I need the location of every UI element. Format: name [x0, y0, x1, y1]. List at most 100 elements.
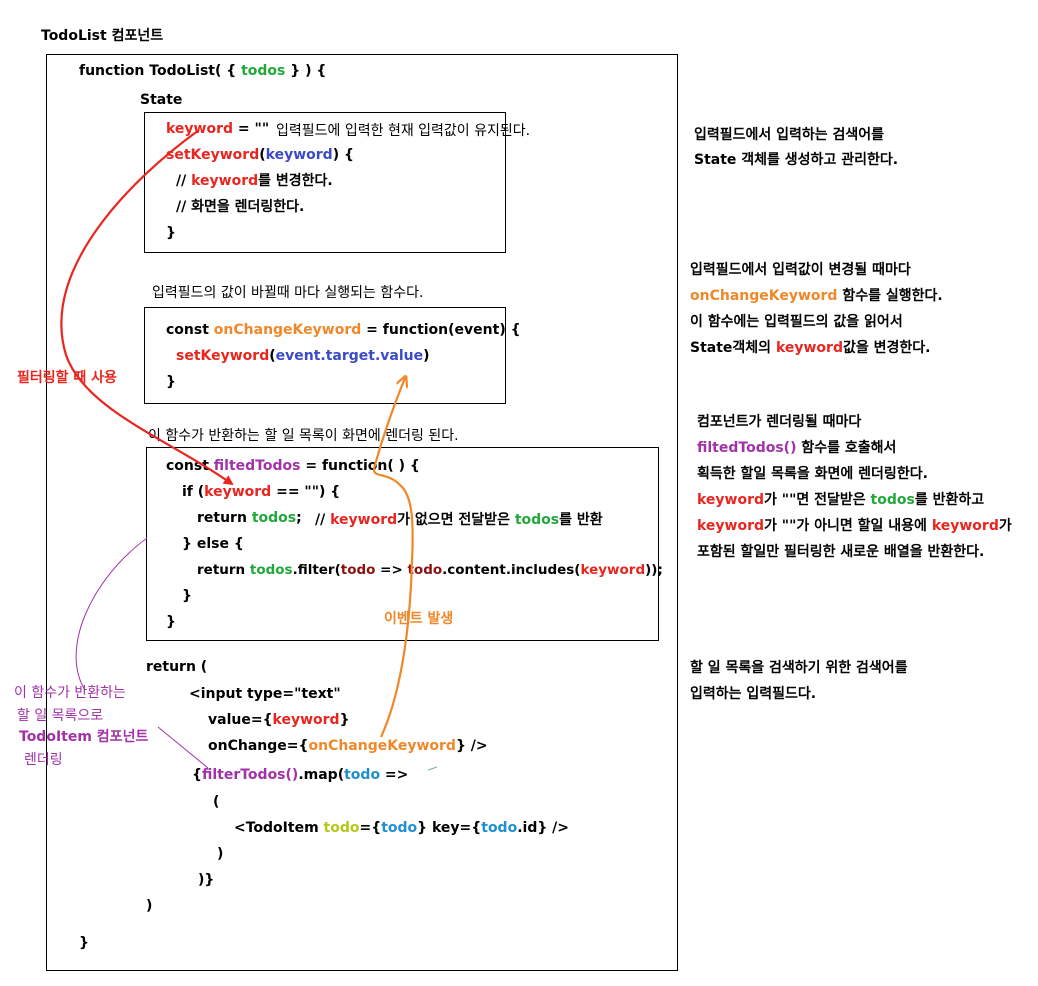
code-text: State객체의: [690, 340, 776, 356]
code-text: =>: [375, 562, 408, 578]
todoitem-line: <TodoItem todo={todo} key={todo.id} />: [234, 819, 569, 837]
code-text: keyword: [697, 518, 765, 534]
code-text: keyword: [697, 492, 765, 508]
paren-open: (: [213, 794, 220, 810]
render-note-line: 이 함수가 반환하는: [14, 685, 126, 701]
map-close: )}: [198, 872, 215, 888]
code-text: todo: [323, 820, 360, 836]
state-line-1: keyword = "": [166, 120, 269, 138]
function-header: function TodoList( { todos } ) {: [79, 62, 326, 80]
filter-line-6: }: [182, 588, 192, 604]
note-line: 입력필드에서 입력값이 변경될 때마다: [690, 262, 911, 278]
code-text: 가 ""가 아니면 할일 내용에: [764, 518, 932, 534]
note-line: 컴포넌트가 렌더링될 때마다: [697, 414, 862, 430]
note-line: onChangeKeyword 함수를 실행한다.: [690, 287, 943, 305]
return-open: return (: [146, 659, 208, 675]
filter-line-3-comment: // keyword가 없으면 전달받은 todos를 반환: [315, 511, 603, 529]
code-text: todo: [344, 767, 381, 783]
state-line-5: }: [166, 225, 176, 241]
code-text: 함수를 실행한다.: [837, 288, 943, 304]
onchange-line-3: }: [166, 374, 176, 390]
render-note-line: 할 일 목록으로: [17, 708, 104, 724]
code-text: function TodoList( {: [79, 63, 242, 79]
note-line: 입력필드에서 입력하는 검색어를: [694, 127, 885, 143]
code-text: todo: [340, 562, 376, 578]
code-text: 값을 변경한다.: [842, 340, 931, 356]
code-text: value={: [208, 712, 273, 728]
code-text: keyword: [775, 340, 843, 356]
code-text: .content.includes(: [442, 562, 581, 578]
onchange-line-1: const onChangeKeyword = function(event) …: [166, 321, 521, 339]
render-note-line: TodoItem 컴포넌트: [19, 729, 149, 745]
code-text: keyword: [265, 147, 333, 163]
map-line: {filterTodos().map(todo =>: [192, 766, 408, 784]
code-text: {: [192, 767, 202, 783]
code-text: =>: [380, 767, 409, 783]
code-text: onChangeKeyword: [690, 288, 838, 304]
code-text: } ) {: [285, 63, 327, 79]
code-text: todos: [251, 510, 297, 526]
code-text: ): [423, 348, 430, 364]
code-text: }: [339, 712, 350, 728]
code-text: <TodoItem: [234, 820, 324, 836]
note-line: 포함된 할일만 필터링한 새로운 배열을 반환한다.: [697, 544, 985, 560]
code-text: todos: [514, 512, 560, 528]
state-line-3: // keyword를 변경한다.: [176, 172, 333, 190]
filter-caption: 이 함수가 반환하는 할 일 목록이 화면에 렌더링 된다.: [148, 428, 459, 444]
code-text: todos: [249, 562, 293, 578]
return-close: ): [146, 898, 153, 914]
note-line: 할 일 목록을 검색하기 위한 검색어를: [690, 660, 908, 676]
code-text: 를 변경한다.: [258, 173, 333, 189]
code-text: 를 반환하고: [914, 492, 985, 508]
note-line: keyword가 ""면 전달받은 todos를 반환하고: [697, 491, 984, 509]
code-text: (: [259, 147, 266, 163]
code-text: 를 반환: [559, 512, 603, 528]
onchange-caption: 입력필드의 값이 바뀔때 마다 실행되는 함수다.: [152, 285, 424, 301]
state-line-4: // 화면을 렌더링한다.: [176, 199, 305, 215]
filter-use-label: 필터링할 때 사용: [17, 370, 117, 386]
onchange-attr-line: onChange={onChangeKeyword} />: [208, 737, 488, 755]
code-text: onChange={: [208, 738, 309, 754]
code-text: 가 없으면 전달받은: [397, 512, 515, 528]
note-line: keyword가 ""가 아니면 할일 내용에 keyword가: [697, 517, 1012, 535]
code-text: const: [166, 322, 214, 338]
code-text: //: [315, 512, 331, 528]
code-text: keyword: [330, 512, 398, 528]
paren-close: ): [217, 846, 224, 862]
state-note: 입력필드에 입력한 현재 입력값이 유지된다.: [276, 123, 531, 139]
code-text: .id} />: [517, 820, 570, 836]
value-line: value={keyword}: [208, 711, 350, 729]
code-text: return: [197, 510, 252, 526]
code-text: event.target.value: [275, 348, 424, 364]
code-text: ) {: [332, 147, 354, 163]
filter-line-4: } else {: [182, 536, 244, 552]
code-text: .map(: [298, 767, 345, 783]
code-text: todos: [241, 63, 286, 79]
code-text: filterTodos(): [201, 767, 299, 783]
filter-line-2: if (keyword == "") {: [182, 483, 340, 501]
code-text: keyword: [272, 712, 340, 728]
note-line: State 객체를 생성하고 관리한다.: [694, 152, 899, 168]
note-line: 획득한 할일 목록을 화면에 렌더링한다.: [697, 466, 928, 482]
code-text: keyword: [191, 173, 259, 189]
code-text: == "") {: [271, 484, 341, 500]
code-text: 함수를 호출해서: [796, 440, 897, 456]
component-box: [46, 54, 678, 971]
code-text: 가: [998, 518, 1012, 534]
note-line: State객체의 keyword값을 변경한다.: [690, 339, 930, 357]
note-line: filtedTodos() 함수를 호출해서: [697, 439, 896, 457]
code-text: 가 ""면 전달받은: [764, 492, 871, 508]
render-note-line: 렌더링: [24, 752, 63, 768]
code-text: onChangeKeyword: [213, 322, 362, 338]
code-text: ;: [296, 510, 302, 526]
code-text: = "": [233, 121, 270, 137]
code-text: const: [166, 458, 214, 474]
code-text: todos: [870, 492, 915, 508]
code-text: setKeyword: [166, 147, 260, 163]
code-text: = function( ) {: [300, 458, 420, 474]
code-text: filtedTodos(): [697, 440, 797, 456]
code-text: //: [176, 173, 192, 189]
code-text: todo: [381, 820, 418, 836]
code-text: .filter(: [292, 562, 341, 578]
state-line-2: setKeyword(keyword) {: [166, 146, 354, 164]
